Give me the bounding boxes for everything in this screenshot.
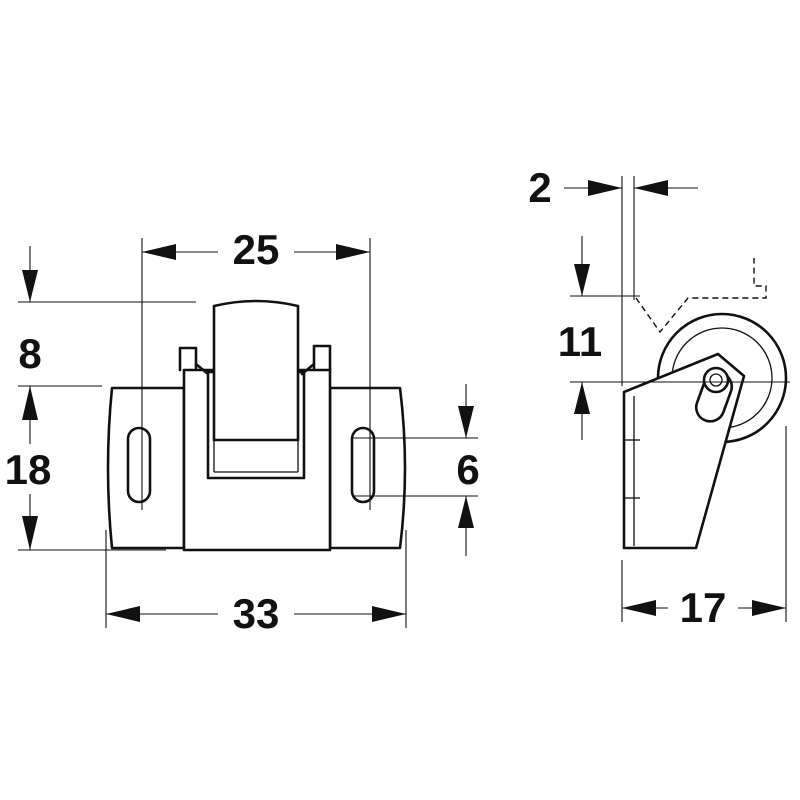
axle-inner xyxy=(709,373,723,387)
front-view xyxy=(106,299,407,552)
dim-height-body: 18 xyxy=(5,446,52,493)
alternate-position xyxy=(635,258,767,334)
roller xyxy=(212,299,300,442)
dim-side-height: 11 xyxy=(558,318,602,365)
front-dimensions xyxy=(0,226,478,638)
dim-side-depth: 17 xyxy=(680,584,727,631)
left-tab xyxy=(178,346,198,372)
dim-height-upper: 8 xyxy=(18,330,41,377)
dim-width-bottom: 33 xyxy=(233,590,280,637)
axle-outer xyxy=(702,366,730,394)
dim-width-top: 25 xyxy=(233,226,280,273)
left-slot xyxy=(126,426,152,504)
right-tab xyxy=(312,344,332,372)
side-dimensions xyxy=(564,176,790,632)
side-view xyxy=(622,258,788,550)
dim-side-offset: 2 xyxy=(528,164,551,211)
dim-slot-height: 6 xyxy=(456,446,479,493)
right-slot xyxy=(350,426,376,504)
